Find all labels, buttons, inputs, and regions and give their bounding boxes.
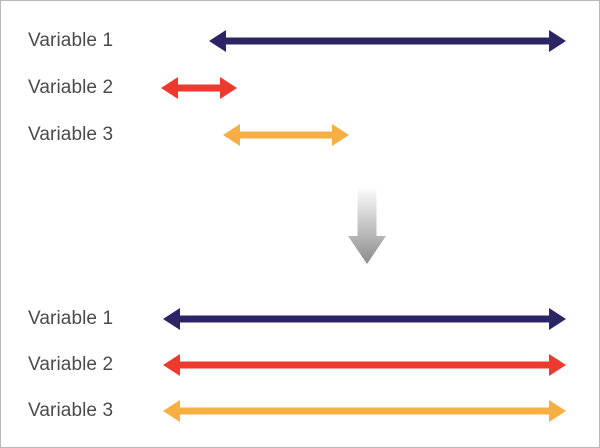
variable-label: Variable 1 [28,30,114,51]
variable-label: Variable 3 [28,124,114,145]
variable-label: Variable 1 [28,308,114,329]
variable-row: Variable 2 [1,348,599,382]
variable-row: Variable 3 [1,394,599,428]
variable-label: Variable 3 [28,400,114,421]
variable-3-range-arrow [163,396,566,430]
variable-row: Variable 1 [1,302,599,336]
variable-row: Variable 3 [1,118,599,152]
variable-label: Variable 2 [28,354,114,375]
transition-down-arrow [348,186,386,264]
variable-label: Variable 2 [28,77,114,98]
variable-2-range-arrow [163,350,566,384]
variable-2-range-arrow [161,73,237,107]
variable-3-range-arrow [223,120,349,154]
down-arrow-icon [348,186,386,264]
variable-row: Variable 2 [1,71,599,105]
variable-1-range-arrow [163,304,566,338]
variable-1-range-arrow [209,26,566,60]
variable-row: Variable 1 [1,24,599,58]
